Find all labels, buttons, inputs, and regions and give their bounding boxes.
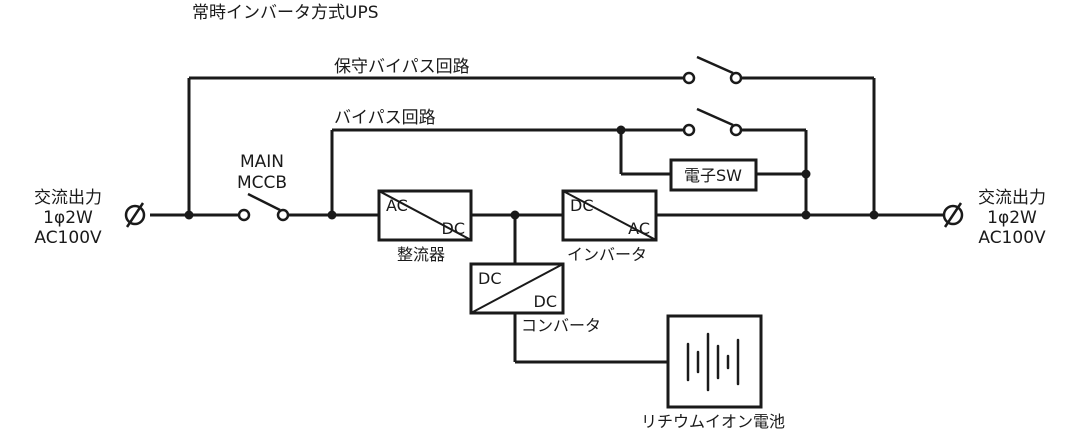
junction-dot <box>184 210 194 220</box>
rectifier-top-label: AC <box>386 196 408 215</box>
battery-cells-icon <box>686 332 740 392</box>
inverter-block: DC AC インバータ <box>561 189 658 264</box>
rectifier-block: AC DC 整流器 <box>377 189 473 264</box>
electronic-switch-label: 電子SW <box>684 166 742 185</box>
battery-name: リチウムイオン電池 <box>641 412 785 431</box>
diagram-title: 常時インバータ方式UPS <box>192 3 379 23</box>
electronic-switch-box: 電子SW <box>669 158 758 192</box>
rectifier-name: 整流器 <box>397 245 445 264</box>
junction-dot <box>510 210 520 220</box>
bypass-label: バイパス回路 <box>334 108 436 128</box>
maintenance-bypass-label: 保守バイパス回路 <box>334 57 470 77</box>
converter-name: コンバータ <box>521 316 601 335</box>
junction-dot <box>616 125 626 135</box>
bypass-switch <box>682 107 743 137</box>
inverter-name: インバータ <box>567 245 647 264</box>
output-terminal <box>942 202 964 228</box>
junction-dot <box>801 210 811 220</box>
input-label-line3: AC100V <box>34 228 102 248</box>
converter-block: DC DC コンバータ <box>469 262 601 335</box>
input-label-line1: 交流出力 <box>34 188 102 208</box>
converter-top-label: DC <box>478 269 502 288</box>
output-label-line1: 交流出力 <box>978 188 1046 208</box>
rectifier-bottom-label: DC <box>442 219 466 238</box>
junction-dot <box>327 210 337 220</box>
main-mccb-label-line1: MAIN <box>240 152 284 172</box>
main-mccb-switch <box>237 192 290 222</box>
battery-block: リチウムイオン電池 <box>641 314 785 431</box>
inverter-top-label: DC <box>570 196 594 215</box>
converter-bottom-label: DC <box>534 292 558 311</box>
junction-dot <box>801 169 811 179</box>
junction-dots <box>184 125 879 220</box>
inverter-bottom-label: AC <box>628 219 650 238</box>
main-mccb-label-line2: MCCB <box>237 173 287 193</box>
junction-dot <box>869 210 879 220</box>
input-terminal <box>124 202 146 228</box>
maintenance-bypass-switch <box>682 55 743 85</box>
output-label-line3: AC100V <box>978 228 1046 248</box>
output-label-line2: 1φ2W <box>987 208 1037 228</box>
input-label-line2: 1φ2W <box>43 208 93 228</box>
